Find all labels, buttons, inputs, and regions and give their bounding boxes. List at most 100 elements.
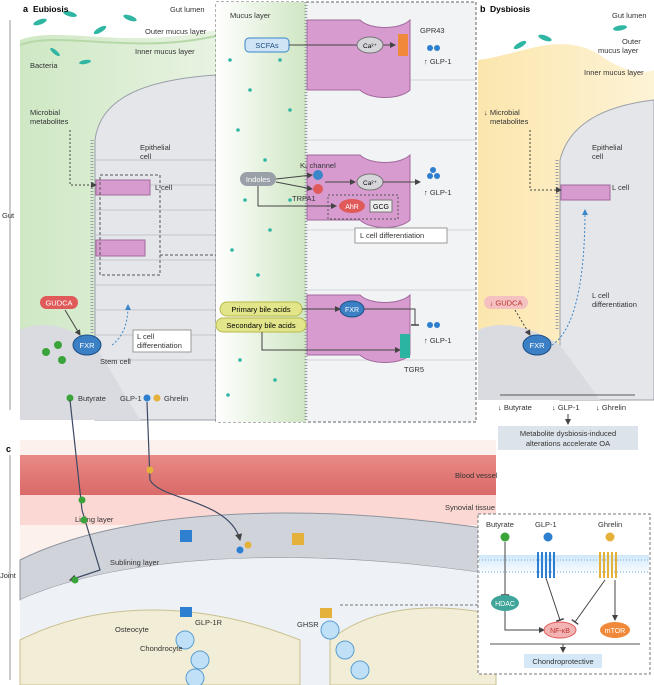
sig-glp1-dot <box>543 532 553 542</box>
chondrocyte-label: Chondrocyte <box>140 644 183 653</box>
panel-b-crypt <box>478 325 600 400</box>
gudca-to-fxr-arrow <box>64 309 81 336</box>
gudca-pill-a <box>40 296 78 309</box>
gut-lumen-label-a: Gut lumen <box>170 5 205 14</box>
panel-b-letter: b <box>480 4 486 14</box>
l-cell-shape-1 <box>95 179 151 196</box>
ca-ellipse-1 <box>356 36 384 54</box>
up-glp1-label-3: ↑ GLP-1 <box>424 336 452 345</box>
down-ghrelin-label: ↓ Ghrelin <box>596 403 626 412</box>
indoles-to-trpa1-arrow <box>275 181 313 191</box>
glp1-ghrelin-circulation-arrow <box>146 401 243 542</box>
metabolite-dots <box>226 58 292 397</box>
bacteria-group <box>33 10 137 65</box>
ahr-label: AhR <box>345 204 359 211</box>
panel-b-l-cell <box>560 184 611 201</box>
glp1-inhibit-nfkb <box>545 577 565 622</box>
l-cell-diff-label-b2: differentiation <box>592 300 637 309</box>
panel-a: a Eubiosis Gut lumen Outer mucus layer I… <box>19 0 217 421</box>
ghsr-synovium <box>292 533 304 545</box>
epithelial-cell-label-b2: cell <box>592 152 604 161</box>
ahr-region-box <box>327 194 399 220</box>
fxr-cell-b <box>522 334 552 356</box>
trpa1-icon <box>313 184 323 194</box>
butyrate-label-a: Butyrate <box>78 394 106 403</box>
sig-butyrate-dot <box>500 532 510 542</box>
mucus-layer-label: Mucus layer <box>230 11 271 20</box>
l-cell-label-a: L cell <box>155 183 173 192</box>
lining-layer-label: Lining layer <box>75 515 114 524</box>
chondroprotective-box <box>524 654 602 668</box>
down-glp1-label: ↓ GLP-1 <box>552 403 580 412</box>
conclusion-line-2: alterations accelerate OA <box>526 439 610 448</box>
l-cell-diff-box-inset <box>354 227 448 244</box>
panel-a-letter: a <box>23 4 29 14</box>
joint-side-label: Joint <box>0 571 17 580</box>
kv-channel-label: Kᵥ channel <box>300 161 336 170</box>
glp1r-synovium <box>180 530 192 542</box>
secondary-bile-pill <box>215 317 307 333</box>
outer-mucus-label-b2: mucus layer <box>598 46 639 55</box>
chondroprotective-label: Chondroprotective <box>532 657 593 666</box>
butyrate-circulation-arrow <box>68 399 101 582</box>
ca-label-1: Ca²⁺ <box>363 43 377 50</box>
mtor-ellipse <box>600 622 630 638</box>
inset-panel: Mucus layer SCFAs Ca²⁺ GPR43 ↑ GLP-1 Kᵥ … <box>215 1 477 423</box>
ghrelin-dot-a <box>153 394 161 402</box>
ca-label-2: Ca²⁺ <box>363 180 377 187</box>
gpr43-receptor <box>398 34 408 56</box>
nfkb-ellipse <box>543 621 577 639</box>
signaling-panel: Butyrate GLP-1 Ghrelin HDAC NF-κB mTOR C… <box>340 513 651 675</box>
sig-ghrelin-dot <box>605 532 615 542</box>
indoles-pill <box>240 172 276 186</box>
gpr43-label: GPR43 <box>420 26 445 35</box>
gut-lumen-area <box>20 0 216 40</box>
metabolite-arrow-a <box>69 130 97 188</box>
ghrelin-label-a: Ghrelin <box>164 394 188 403</box>
chondrocytes <box>175 620 370 685</box>
inner-mucus-label-b: Inner mucus layer <box>584 68 644 77</box>
panel-a-title: Eubiosis <box>33 4 69 14</box>
crypt-base <box>20 325 140 420</box>
gudca-pill-b <box>484 296 528 309</box>
conclusion-line-1: Metabolite dysbiosis-induced <box>520 429 616 438</box>
nfkb-label: NF-κB <box>550 628 570 635</box>
epithelial-cell-label-b1: Epithelial <box>592 143 623 152</box>
l-cell-label-b: L cell <box>612 183 630 192</box>
sig-glp1-label: GLP-1 <box>535 520 557 529</box>
l-cell-diff-box-a <box>132 329 192 353</box>
bacteria-label: Bacteria <box>30 61 58 70</box>
panel-c-letter: c <box>6 444 11 454</box>
fxr-cell-a <box>72 334 102 356</box>
synovial-tissue-label: Synovial tissue <box>445 503 495 512</box>
glp1r-label: GLP-1R <box>195 618 223 627</box>
fxr-label-a: FXR <box>80 341 96 350</box>
bile-to-tgr5-arrow <box>261 332 401 353</box>
outer-mucus-label-a: Outer mucus layer <box>145 27 207 36</box>
gut-lumen-label-b: Gut lumen <box>612 11 647 20</box>
gut-side-label: Gut <box>2 211 15 220</box>
osteocyte-label: Osteocyte <box>115 625 149 634</box>
conclusion-box <box>498 426 638 450</box>
down-butyrate-label: ↓ Butyrate <box>498 403 532 412</box>
fxr-label-inset: FXR <box>345 307 359 314</box>
up-glp1-label-2: ↑ GLP-1 <box>424 188 452 197</box>
fxr-inhibition-line <box>364 308 419 326</box>
microbial-metabolites-label-a2: metabolites <box>30 117 69 126</box>
inner-mucus-label-a: Inner mucus layer <box>135 47 195 56</box>
indoles-label: Indoles <box>246 175 270 184</box>
panel-b: b Dysbiosis Gut lumen Outer mucus layer … <box>478 0 654 450</box>
panel-b-title: Dysbiosis <box>490 4 530 14</box>
sig-ghrelin-label: Ghrelin <box>598 520 622 529</box>
l-cell-diff-label-a2: differentiation <box>137 341 182 350</box>
ghsr-receptor <box>320 608 332 618</box>
microbial-metabolites-label-a1: Microbial <box>30 108 60 117</box>
stem-cell-label: Stem cell <box>100 357 131 366</box>
kv-channel-icon <box>313 170 323 180</box>
l-cell-shape-2 <box>95 239 146 257</box>
l-cell-diff-label-inset: L cell differentiation <box>360 231 424 240</box>
metabolite-arrow-b <box>529 130 562 193</box>
gudca-label-b: ↓ GUDCA <box>490 299 523 308</box>
outer-mucus-line <box>19 35 217 46</box>
